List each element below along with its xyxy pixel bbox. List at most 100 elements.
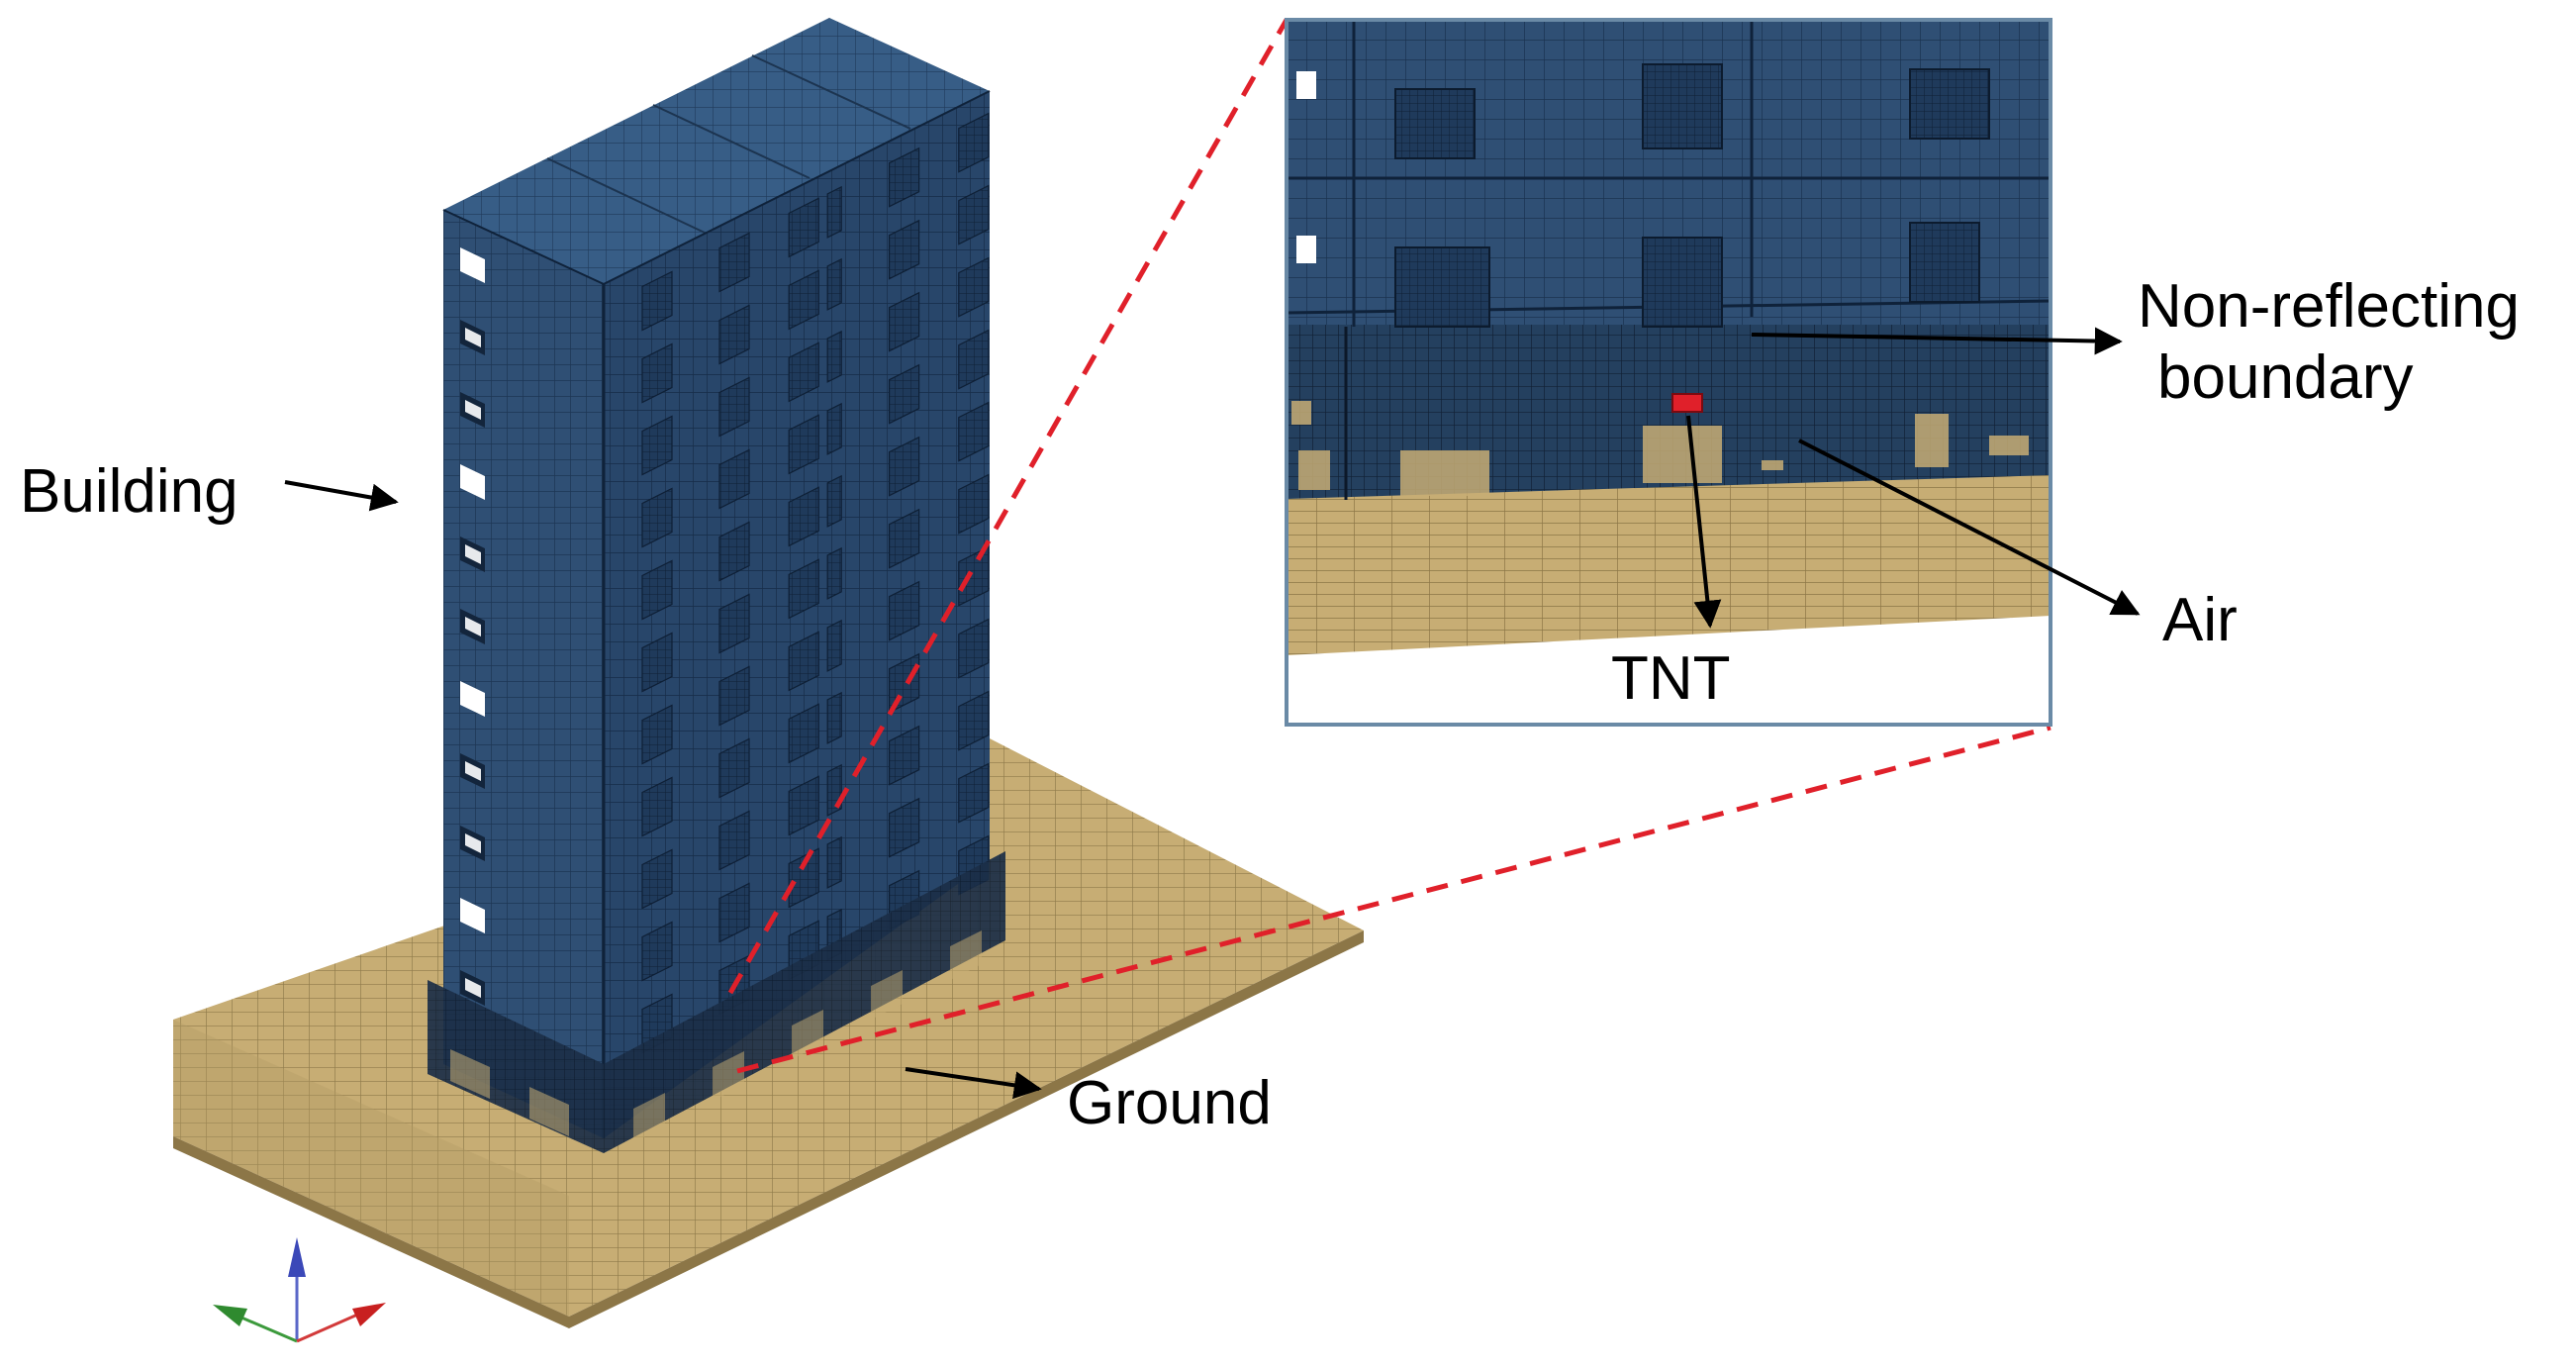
air-domain-side <box>604 851 1005 1153</box>
window-opening <box>826 691 842 744</box>
window-opening <box>641 704 673 765</box>
window-opening <box>826 763 842 817</box>
inset-windows <box>1291 63 2029 496</box>
window-opening <box>788 269 819 331</box>
inset-ground-opening <box>1915 414 1949 467</box>
window-opening <box>888 725 920 786</box>
window-opening <box>958 618 990 679</box>
window-opening <box>641 776 673 837</box>
window-opening <box>958 473 990 535</box>
window-light <box>465 472 481 492</box>
inset-ground-opening <box>1762 460 1783 470</box>
window-opening <box>826 185 842 239</box>
tnt-charge <box>1671 393 1703 413</box>
window-light <box>465 689 481 709</box>
window-opening <box>718 882 750 943</box>
building-roof <box>443 18 990 284</box>
window-opening <box>826 257 842 311</box>
inset-window <box>1642 237 1723 328</box>
window-opening <box>641 632 673 693</box>
window-opening <box>958 762 990 824</box>
window-opening <box>641 342 673 404</box>
ground-through-openings <box>450 930 982 1142</box>
window-opening <box>788 342 819 403</box>
inset-ground-opening <box>1989 436 2029 455</box>
inset-window <box>1642 63 1723 149</box>
window-opening <box>888 291 920 352</box>
ground-opening <box>633 1093 665 1142</box>
label-ground: Ground <box>1067 1069 1272 1137</box>
inset-ground-opening <box>1291 401 1311 425</box>
window-opening <box>958 184 990 245</box>
building-side-windows <box>641 112 990 1054</box>
window-opening <box>641 487 673 548</box>
window-light <box>465 328 481 347</box>
inset-window <box>1909 222 1980 303</box>
building-front-face <box>443 210 604 1138</box>
window-opening <box>641 559 673 621</box>
window-opening <box>718 376 750 438</box>
window-opening <box>888 508 920 569</box>
window-opening <box>718 810 750 871</box>
annotation-arrows <box>284 327 2141 1100</box>
window-opening <box>641 270 673 332</box>
inset-window <box>1909 68 1990 140</box>
inset-window <box>1394 246 1490 328</box>
window-opening <box>826 835 842 889</box>
window-opening <box>641 921 673 982</box>
window-light <box>465 255 481 275</box>
label-boundary-line1: Non-reflecting <box>2138 272 2520 341</box>
inset-window-light <box>1296 236 1316 263</box>
window-opening <box>888 436 920 497</box>
window-opening <box>826 546 842 600</box>
window-opening <box>826 330 842 383</box>
window-opening <box>958 256 990 318</box>
building-arrow <box>284 480 399 512</box>
inset-border <box>1285 18 2052 727</box>
window-light <box>465 544 481 564</box>
window-opening <box>788 414 819 475</box>
window-light <box>465 833 481 853</box>
window-opening <box>958 401 990 462</box>
ground-opening <box>950 930 982 980</box>
tnt-arrow <box>1686 415 1722 629</box>
inset-window <box>1394 88 1476 159</box>
inset-ground-opening <box>1643 426 1722 483</box>
label-building: Building <box>20 457 239 526</box>
inset-ground-opening <box>1400 450 1489 496</box>
label-boundary-line2: boundary <box>2157 343 2414 412</box>
window-opening <box>888 147 920 208</box>
xyz-axis-triad-icon <box>213 1237 386 1343</box>
window-opening <box>788 197 819 258</box>
window-opening <box>888 219 920 280</box>
window-opening <box>718 737 750 799</box>
window-opening <box>958 545 990 607</box>
window-opening <box>718 593 750 654</box>
ground-opening <box>713 1051 744 1101</box>
window-opening <box>788 558 819 620</box>
window-opening <box>958 690 990 751</box>
inset-ground-opening <box>1298 450 1330 490</box>
zoom-guide-lines <box>727 18 2051 1074</box>
label-tnt: TNT <box>1611 644 1731 713</box>
window-opening <box>641 415 673 476</box>
window-opening <box>826 402 842 455</box>
building-front-windows <box>460 247 485 1006</box>
window-opening <box>826 474 842 528</box>
window-opening <box>718 448 750 510</box>
window-opening <box>718 521 750 582</box>
window-opening <box>641 848 673 910</box>
building-model <box>428 18 1005 1153</box>
window-opening <box>718 304 750 365</box>
window-opening <box>788 486 819 547</box>
window-opening <box>718 232 750 293</box>
window-light <box>465 978 481 998</box>
ground-opening <box>871 970 903 1020</box>
label-air: Air <box>2162 586 2238 654</box>
ground-opening <box>792 1010 823 1059</box>
window-opening <box>888 797 920 858</box>
window-opening <box>788 775 819 836</box>
ground-arrow <box>905 1067 1042 1100</box>
window-light <box>465 400 481 420</box>
